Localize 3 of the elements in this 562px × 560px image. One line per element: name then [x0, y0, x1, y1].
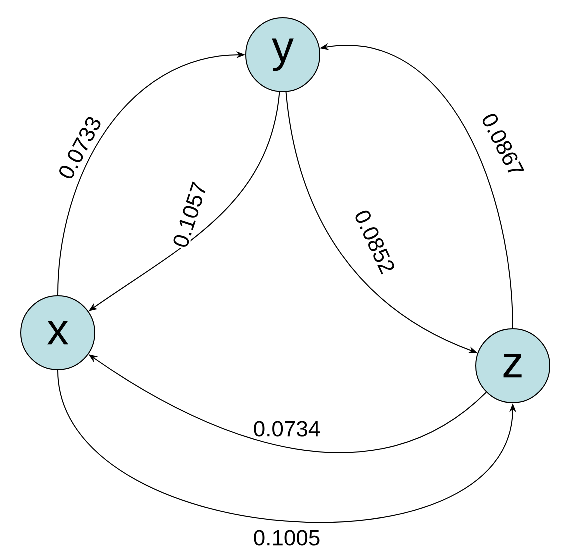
edge-label: 0.1005 — [252, 529, 322, 547]
edge-label: 0.0734 — [252, 420, 322, 438]
edge-label: 0.1057 — [170, 179, 210, 251]
